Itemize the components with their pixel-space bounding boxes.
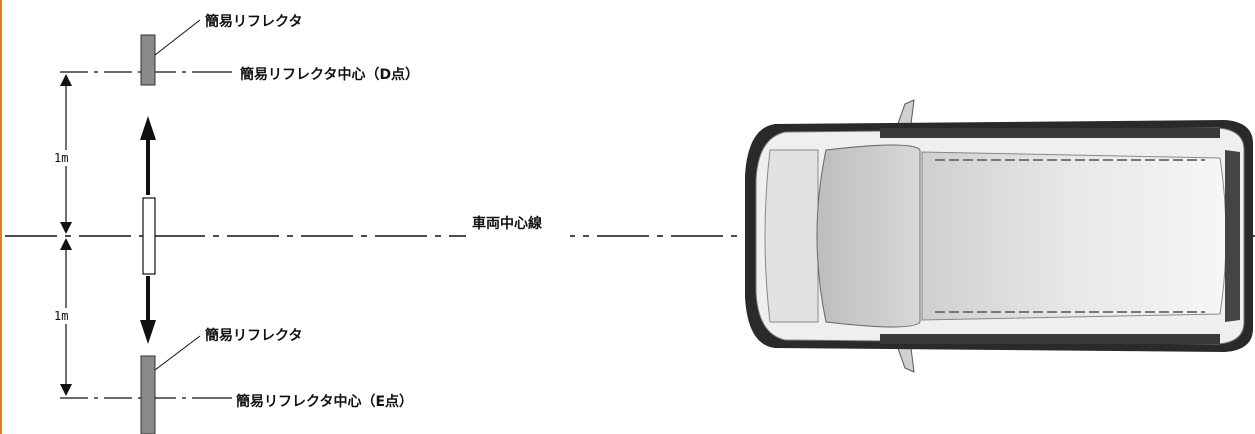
reflector-bottom-center-label: 簡易リフレクタ中心（E点）: [236, 393, 413, 410]
dimension-lower-label: 1m: [54, 309, 68, 323]
car-top-view-icon: [745, 99, 1253, 373]
reflector-bottom: [140, 355, 156, 434]
reflector-sliding-slot: [142, 197, 156, 275]
move-arrow-up-head: [140, 116, 156, 140]
centerline-label-bg: [466, 226, 570, 246]
reflector-top-label: 簡易リフレクタ: [205, 13, 302, 30]
move-arrow-down-head: [140, 320, 156, 344]
reflector-bottom-leader: [154, 335, 201, 371]
dimension-lower-bg: [52, 308, 82, 324]
reflector-bottom-label: 簡易リフレクタ: [205, 327, 302, 344]
reflector-top-leader: [154, 19, 201, 56]
reflector-top-center-label: 簡易リフレクタ中心（D点）: [240, 66, 419, 83]
frame-left-edge: [0, 0, 2, 434]
reflector-top: [140, 34, 156, 86]
dimension-upper-bg: [52, 150, 82, 166]
dimension-upper-label: 1m: [54, 151, 68, 165]
centerline-label: 車両中心線: [472, 215, 542, 232]
